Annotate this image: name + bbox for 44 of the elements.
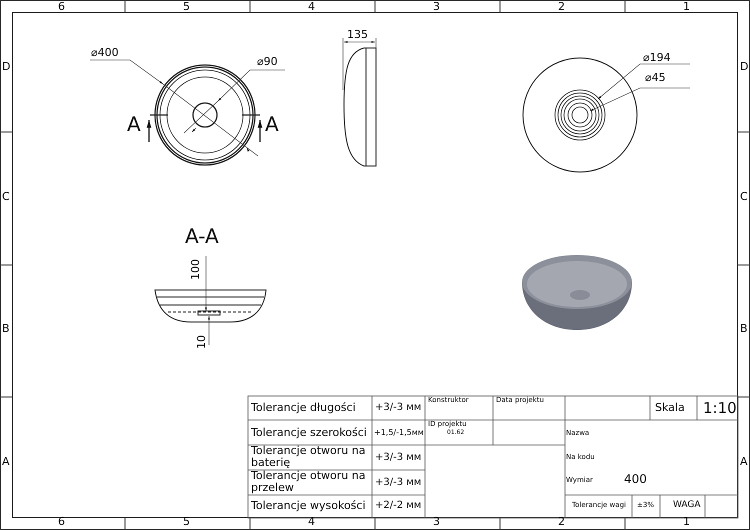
zone-letter: C <box>2 191 10 203</box>
zone-letter: C <box>740 191 748 203</box>
tolerance-name: Tolerancje wysokości <box>251 500 366 512</box>
zone-letter: A <box>2 456 10 468</box>
zone-letter: B <box>740 323 748 335</box>
section-title: A-A <box>185 226 219 247</box>
dimension-value: 400 <box>624 473 647 486</box>
zone-number: 1 <box>683 516 690 528</box>
zone-number: 6 <box>58 1 65 13</box>
zone-number: 4 <box>308 1 315 13</box>
section-letter: A <box>127 114 141 135</box>
tolerance-value: +3/-3 мм <box>375 403 422 414</box>
dimension-value: ⌀194 <box>643 52 671 64</box>
dimension-value: ⌀400 <box>91 47 119 59</box>
zone-letter: A <box>740 456 748 468</box>
zone-number: 1 <box>683 1 690 13</box>
tolerance-value: +3/-3 мм <box>375 453 422 464</box>
zone-letter: B <box>2 323 10 335</box>
dimension-value: ⌀90 <box>257 56 278 68</box>
tolerance-value: +1,5/-1,5мм <box>374 429 424 438</box>
tolerance-name: Tolerancje otworu na przelew <box>251 470 366 494</box>
zone-number: 2 <box>558 516 565 528</box>
zone-number: 3 <box>433 1 440 13</box>
tolerance-name: Tolerancje szerokości <box>251 427 367 439</box>
zone-number: 5 <box>183 1 190 13</box>
field-label: WAGA <box>673 501 701 510</box>
zone-number: 4 <box>308 516 315 528</box>
dimension-value: ⌀45 <box>645 72 666 84</box>
tolerance-value: +3/-3 мм <box>375 478 422 488</box>
scale-value: 1:10 <box>703 401 737 417</box>
field-label: Skala <box>655 402 685 414</box>
tolerance-name: Tolerancje otworu na baterię <box>251 445 366 468</box>
tolerance-value: +2/-2 мм <box>375 501 422 512</box>
dimension-value: 10 <box>196 335 208 349</box>
zone-number: 5 <box>183 516 190 528</box>
dimension-value: 100 <box>190 259 202 280</box>
section-letter: A <box>265 114 279 135</box>
zone-number: 3 <box>433 516 440 528</box>
zone-number: 2 <box>558 1 565 13</box>
dimension-value: 135 <box>347 29 368 41</box>
zone-letter: D <box>740 61 748 73</box>
tolerance-name: Tolerancje długości <box>251 402 356 414</box>
zone-number: 6 <box>58 516 65 528</box>
zone-letter: D <box>2 61 10 73</box>
